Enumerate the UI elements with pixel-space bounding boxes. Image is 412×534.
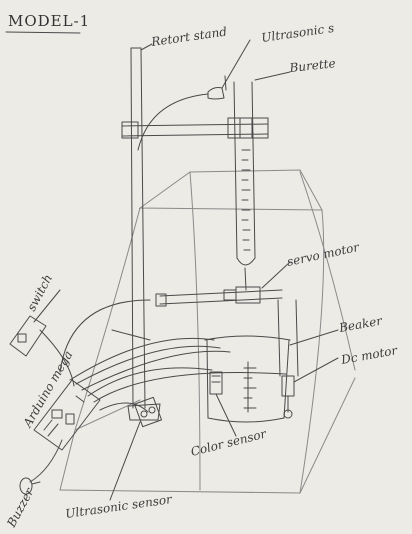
label-buzzer: Buzzer [4,485,37,531]
title-underline [6,32,80,33]
label-ultrasonic-bottom: Ultrasonic sensor [64,492,173,521]
ultrasonic-sensor-top [208,40,250,99]
label-dc-motor: Dc motor [339,343,399,367]
beaker [205,330,338,422]
title: MODEL-1 [8,12,90,30]
dc-motor [278,300,338,418]
label-switch: switch [24,272,55,313]
label-color-sensor: Color sensor [189,426,268,459]
leader-retort-stand [141,44,152,50]
burette [234,72,290,290]
label-burette: Burette [288,56,336,75]
ultrasonic-sensor-bottom [110,397,162,500]
color-sensor [210,372,236,436]
label-ultrasonic-top: Ultrasonic s [260,21,335,45]
label-retort-stand: Retort stand [149,24,228,49]
label-beaker: Beaker [337,313,384,335]
label-arduino-mega: Arduino mega [20,348,75,430]
servo-motor [156,262,290,306]
